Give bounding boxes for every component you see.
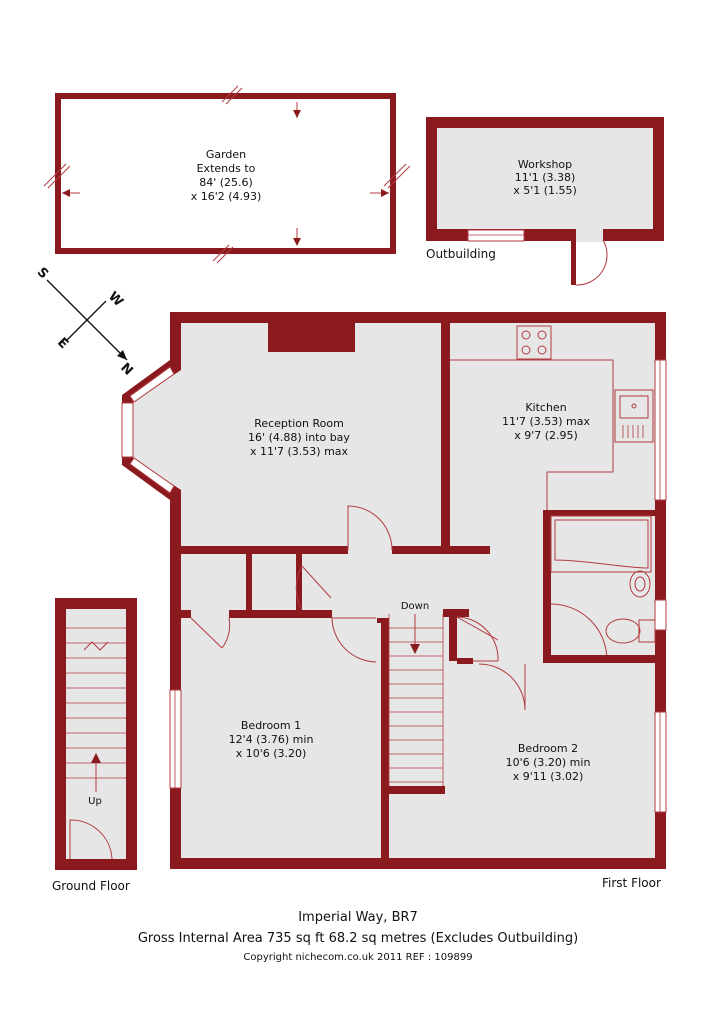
compass-rose: S W E N [34,265,136,379]
workshop-dim-2: x 5'1 (1.55) [513,184,577,197]
stairs-up-label: Up [88,796,102,807]
compass-west: W [105,289,126,310]
first-floor-plan [121,312,667,869]
reception-name: Reception Room [254,417,344,430]
stairs-down-label: Down [401,601,429,612]
ground-floor-label: Ground Floor [52,879,130,893]
garden-area: Garden Extends to 84' (25.6) x 16'2 (4.9… [43,85,411,264]
compass-south: S [34,265,51,282]
compass-east: E [54,335,71,352]
garden-name: Garden [206,148,246,161]
bedroom2-name: Bedroom 2 [518,742,578,755]
compass-north: N [117,360,135,378]
outbuilding-label: Outbuilding [426,247,496,261]
reception-dim-1: 16' (4.88) into bay [248,431,350,444]
workshop-dim-1: 11'1 (3.38) [515,171,576,184]
garden-length: 84' (25.6) [199,176,253,189]
copyright-text: Copyright nichecom.co.uk 2011 REF : 1098… [243,952,472,963]
kitchen-name: Kitchen [525,401,566,414]
kitchen-dim-1: 11'7 (3.53) max [502,415,591,428]
bedroom2-dim-1: 10'6 (3.20) min [506,756,591,769]
bedroom2-dim-2: x 9'11 (3.02) [513,770,584,783]
bedroom1-dim-1: 12'4 (3.76) min [229,733,314,746]
kitchen-dim-2: x 9'7 (2.95) [514,429,578,442]
garden-width: x 16'2 (4.93) [191,190,262,203]
address-title: Imperial Way, BR7 [298,910,418,925]
gross-area-title: Gross Internal Area 735 sq ft 68.2 sq me… [138,931,578,946]
reception-dim-2: x 11'7 (3.53) max [250,445,349,458]
workshop-outbuilding: Workshop 11'1 (3.38) x 5'1 (1.55) [426,117,664,286]
bedroom1-name: Bedroom 1 [241,719,301,732]
garden-extent-label: Extends to [197,162,256,175]
ground-floor-plan [55,598,137,870]
workshop-name: Workshop [518,158,572,171]
bedroom1-dim-2: x 10'6 (3.20) [236,747,307,760]
first-floor-label: First Floor [602,876,661,890]
